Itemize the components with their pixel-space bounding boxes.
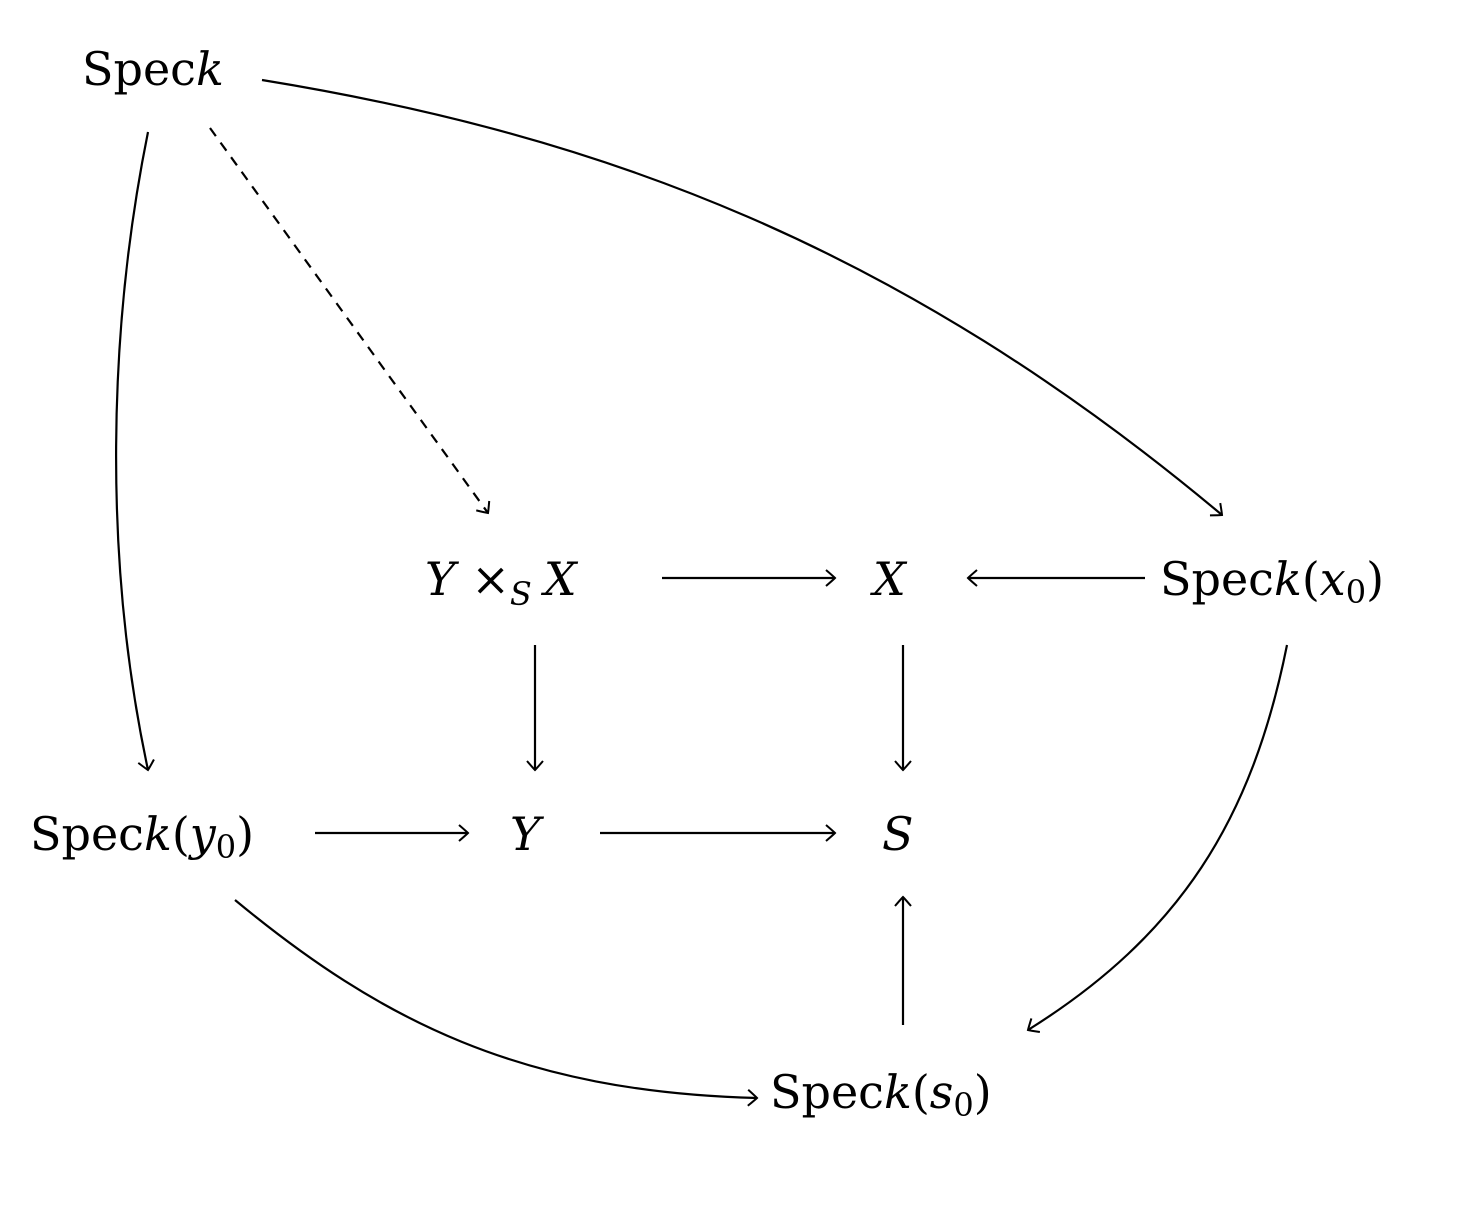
node-spec-k-y0: Speck(y0) [30, 807, 254, 866]
spec-text: Spec [1160, 552, 1274, 606]
spec-text: Spec [30, 807, 144, 861]
point-y: y [188, 807, 217, 861]
arrow-speck-to-speck-x0 [261, 78, 1224, 517]
variable-y: Y [425, 552, 460, 606]
subscript-zero: 0 [953, 1086, 973, 1124]
point-x: x [1320, 552, 1346, 606]
arrow-speck-to-speck-y0 [115, 131, 155, 772]
open-paren: ( [912, 1065, 930, 1119]
point-s: s [930, 1065, 954, 1119]
subscript-base-s: S [510, 575, 532, 613]
node-y: Y [510, 807, 545, 861]
times-symbol: × [471, 552, 510, 606]
variable-k: k [1274, 552, 1302, 606]
variable-x: X [541, 552, 579, 606]
node-spec-k: Speck [82, 42, 224, 96]
arrow-speck-x0-to-speck-s0 [1026, 644, 1289, 1033]
close-paren: ) [1366, 552, 1384, 606]
variable-k: k [884, 1065, 912, 1119]
arrow-speck-y0-to-speck-s0 [234, 899, 759, 1107]
arrow-speck-to-fiber-product-dashed [209, 127, 491, 515]
node-x: X [870, 552, 908, 606]
variable-k: k [144, 807, 172, 861]
node-s: S [882, 807, 914, 861]
spec-text: Spec [770, 1065, 884, 1119]
close-paren: ) [974, 1065, 992, 1119]
open-paren: ( [1302, 552, 1320, 606]
spec-text: Spec [82, 42, 196, 96]
close-paren: ) [236, 807, 254, 861]
node-spec-k-x0: Speck(x0) [1160, 552, 1384, 611]
open-paren: ( [172, 807, 190, 861]
subscript-zero: 0 [216, 828, 236, 866]
node-spec-k-s0: Speck(s0) [770, 1065, 992, 1124]
subscript-zero: 0 [1346, 573, 1366, 611]
variable-k: k [196, 42, 224, 96]
